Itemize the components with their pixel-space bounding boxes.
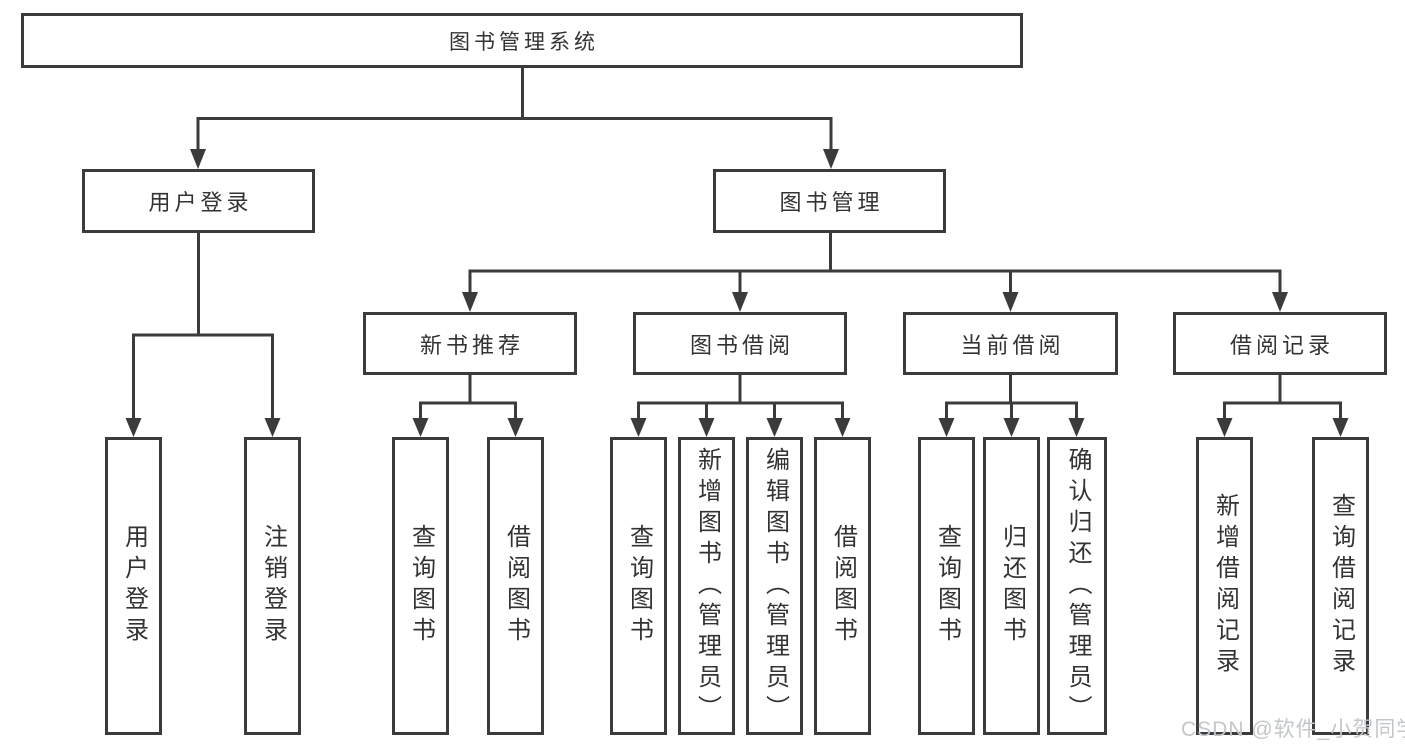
- node-book-borrowing: 图书借阅: [633, 312, 847, 375]
- csdn-watermark: CSDN @软件_小贺同学: [1181, 718, 1405, 741]
- node-new-book-recommend: 新书推荐: [363, 312, 577, 375]
- leaf-add-borrow-record: 新增借阅记录: [1196, 437, 1253, 735]
- leaf-query-books-borrowing: 查询图书: [610, 437, 667, 735]
- node-borrowing-records: 借阅记录: [1173, 312, 1387, 375]
- leaf-return-book: 归还图书: [983, 437, 1040, 735]
- node-current-borrowing: 当前借阅: [903, 312, 1118, 375]
- node-user-login-group: 用户登录: [82, 169, 315, 233]
- leaf-edit-book-admin: 编辑图书（管理员）: [746, 437, 803, 735]
- leaf-borrow-books-recommend: 借阅图书: [487, 437, 544, 735]
- leaf-query-borrow-record: 查询借阅记录: [1312, 437, 1369, 735]
- leaf-logout: 注销登录: [244, 437, 301, 735]
- node-library-management-system: 图书管理系统: [21, 13, 1023, 68]
- leaf-query-books-recommend: 查询图书: [392, 437, 449, 735]
- leaf-query-books-current: 查询图书: [918, 437, 975, 735]
- leaf-add-book-admin: 新增图书（管理员）: [678, 437, 735, 735]
- leaf-user-login: 用户登录: [105, 437, 162, 735]
- node-book-management: 图书管理: [713, 169, 946, 233]
- leaf-confirm-return-admin: 确认归还（管理员）: [1047, 437, 1107, 735]
- leaf-borrow-books-borrowing: 借阅图书: [814, 437, 871, 735]
